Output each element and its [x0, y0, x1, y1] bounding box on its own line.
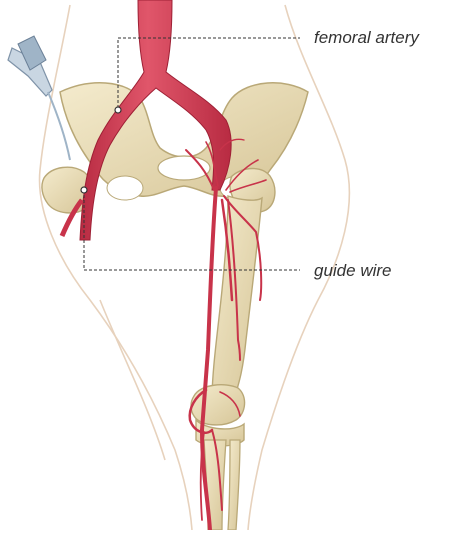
femoral-artery-marker	[115, 107, 121, 113]
guide-wire-marker	[81, 187, 87, 193]
guide-wire-label: guide wire	[314, 261, 392, 281]
femoral-artery-label: femoral artery	[314, 28, 419, 48]
